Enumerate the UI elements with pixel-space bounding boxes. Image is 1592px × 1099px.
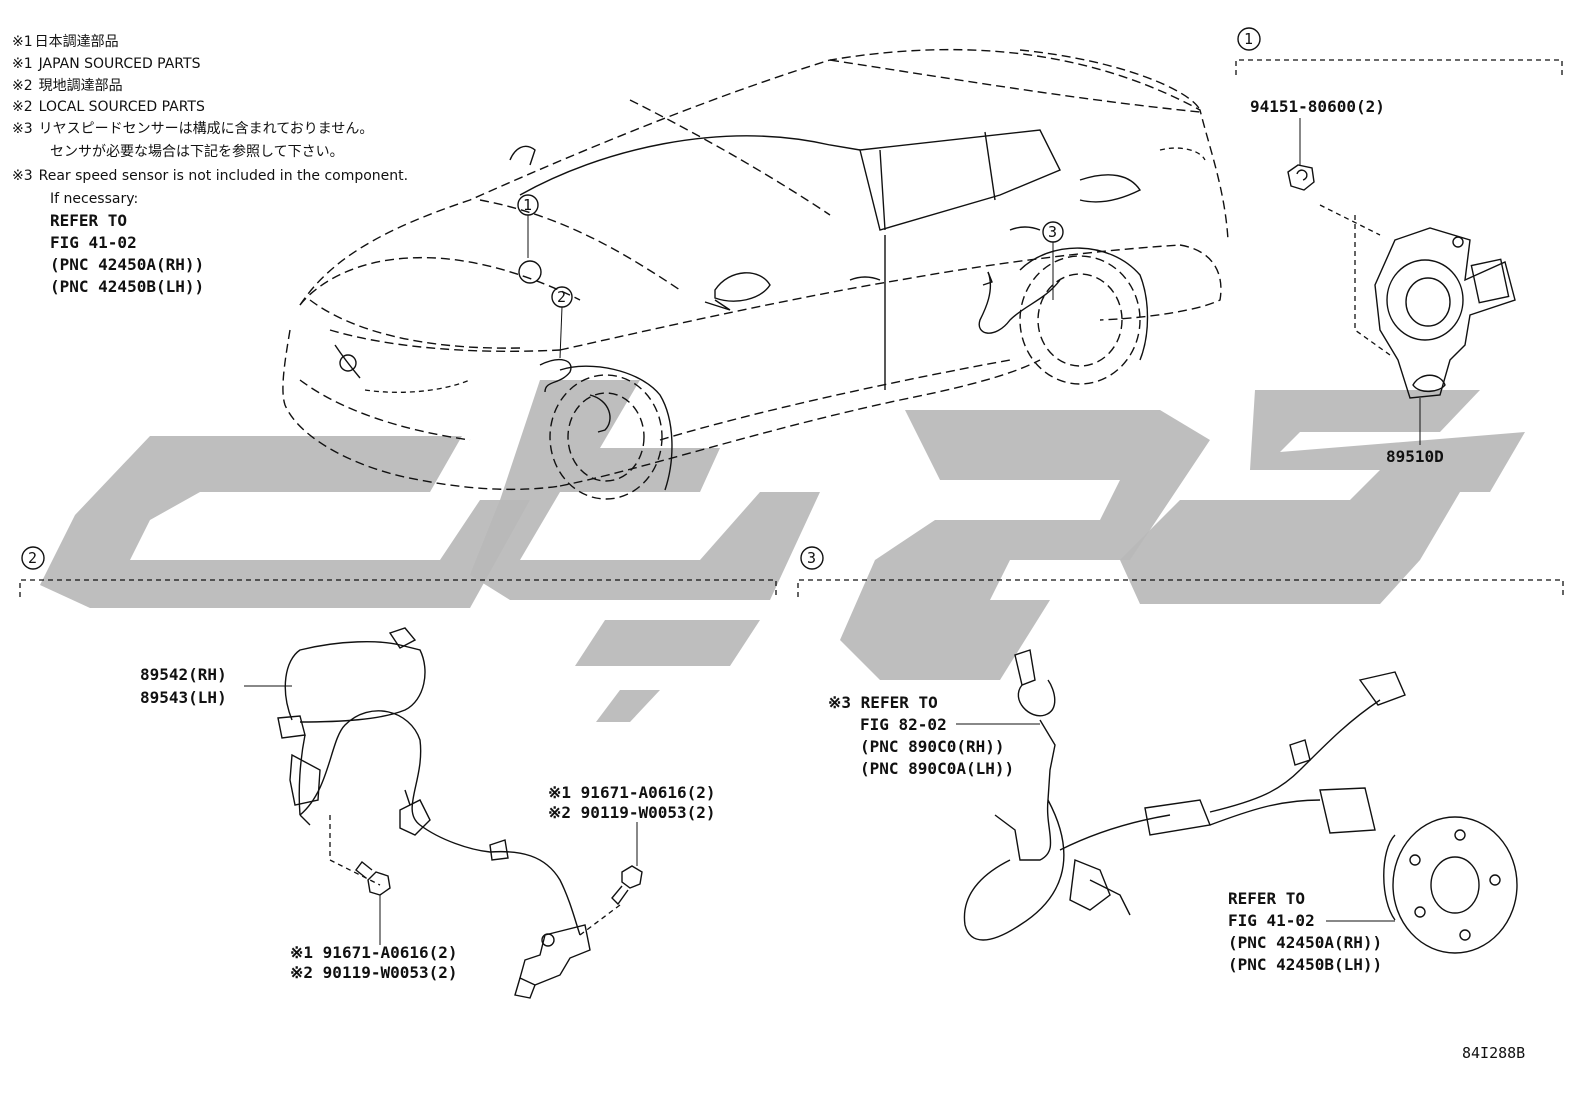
front-wheel <box>549 374 663 500</box>
rear-speed-sensor-harness-icon <box>963 649 1406 941</box>
note-line: If necessary: <box>50 191 138 207</box>
nut-part-number: 94151-80600(2) <box>1250 97 1385 116</box>
svg-text:2: 2 <box>28 549 37 567</box>
section-3: 3 ※3 REFER TO FIG 82-02 (PNC 890C0(RH)) … <box>797 546 1564 974</box>
refer-b-line: (PNC 42450B(LH)) <box>1228 955 1382 974</box>
bolt-part-b1: ※1 91671-A0616(2) <box>548 783 716 802</box>
callout-2-car: 2 <box>551 286 573 359</box>
refer-line: FIG 41-02 <box>50 233 137 252</box>
svg-text:1: 1 <box>523 196 532 214</box>
car-illustration <box>282 48 1229 500</box>
section-2: 2 89542(RH) 89543(LH) ※1 91671-A <box>19 546 777 999</box>
refer-line: (PNC 42450B(LH)) <box>50 277 204 296</box>
front-sensor-lh: 89543(LH) <box>140 688 227 707</box>
callout-1-car: 1 <box>517 194 539 258</box>
bolt-part-a1: ※1 91671-A0616(2) <box>290 943 458 962</box>
front-speed-sensor-harness-icon <box>277 627 591 999</box>
front-sensor-rh: 89542(RH) <box>140 665 227 684</box>
section-1: 1 94151-80600(2) 89510D <box>1235 27 1563 466</box>
callout-3-car: 3 <box>1042 221 1064 300</box>
refer-a-line: (PNC 890C0A(LH)) <box>860 759 1014 778</box>
refer-a-line: FIG 82-02 <box>860 715 947 734</box>
refer-b-line: FIG 41-02 <box>1228 911 1315 930</box>
refer-a-line: ※3 REFER TO <box>828 693 938 712</box>
refer-b-line: REFER TO <box>1228 889 1305 908</box>
sensor-part-number: 89510D <box>1386 447 1444 466</box>
svg-text:1: 1 <box>1244 30 1253 48</box>
bolt-part-b2: ※2 90119-W0053(2) <box>548 803 716 822</box>
refer-a-line: (PNC 890C0(RH)) <box>860 737 1005 756</box>
nut-icon <box>1287 164 1315 191</box>
section-2-badge <box>21 546 45 570</box>
refer-line: (PNC 42450A(RH)) <box>50 255 204 274</box>
rear-hub-icon <box>1383 816 1518 954</box>
abs-actuator-icon <box>1374 227 1516 399</box>
refer-b-line: (PNC 42450A(RH)) <box>1228 933 1382 952</box>
refer-line: REFER TO <box>50 211 127 230</box>
svg-text:3: 3 <box>807 549 816 567</box>
svg-text:2: 2 <box>557 288 566 306</box>
figure-code: 84I288B <box>1462 1044 1525 1062</box>
actuator-marker <box>518 260 542 284</box>
section-1-badge <box>1237 27 1261 51</box>
svg-text:3: 3 <box>1048 223 1057 241</box>
rear-wheel <box>1019 255 1141 385</box>
bolt-icon <box>355 861 391 896</box>
bolt-part-a2: ※2 90119-W0053(2) <box>290 963 458 982</box>
bolt-icon <box>611 865 643 906</box>
note-line: センサが必要な場合は下記を参照して下さい。 <box>50 143 344 160</box>
section-3-badge <box>800 546 824 570</box>
watermark-logo <box>40 380 1525 722</box>
